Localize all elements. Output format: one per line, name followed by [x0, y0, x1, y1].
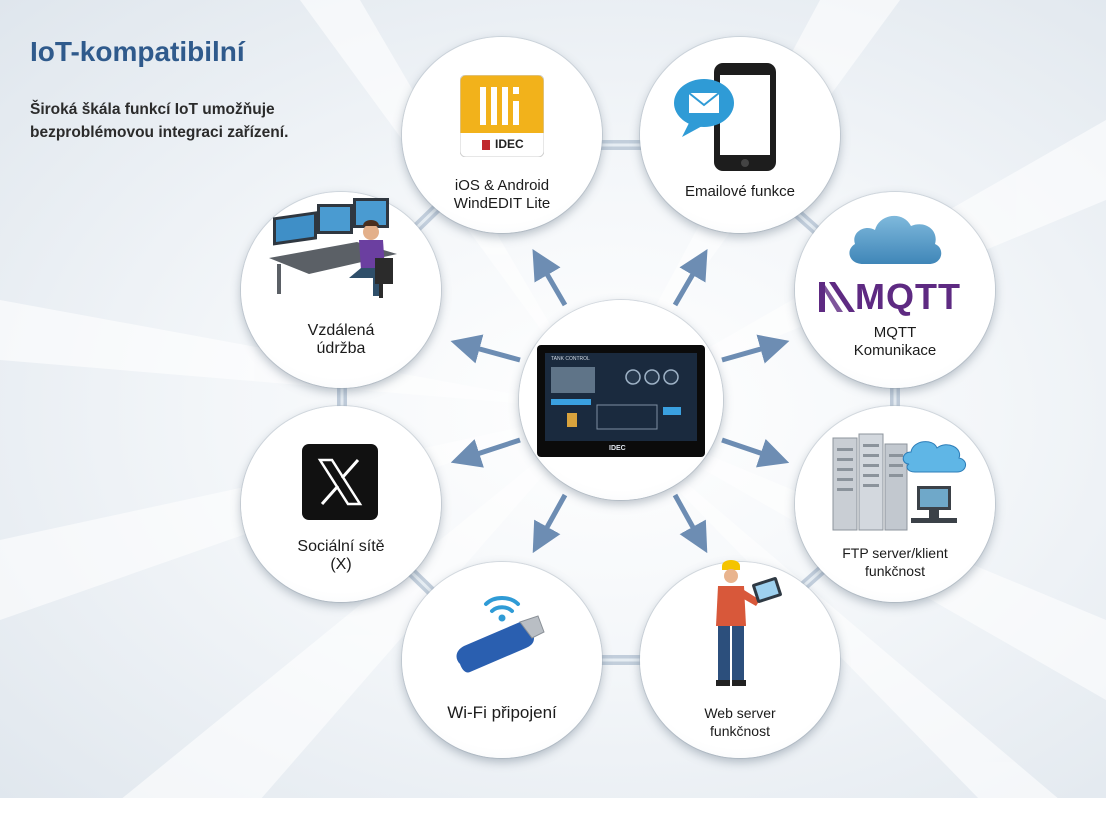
hmi-screen-title: TANK CONTROL — [551, 356, 590, 362]
ftp-label: FTP server/klient funkčnost — [842, 545, 948, 579]
wifi-usb-icon — [456, 596, 545, 673]
mqtt-label: MQTT Komunikace — [853, 324, 937, 359]
wifi-label: Wi-Fi připojení — [447, 703, 557, 722]
hmi-logo: IDEC — [609, 445, 626, 452]
node-ftp[interactable]: FTP server/klient funkčnost — [795, 406, 995, 602]
node-wifi[interactable]: Wi-Fi připojení — [402, 562, 602, 758]
mqtt-logo-text: MQTT — [855, 276, 961, 317]
mqtt-logo-icon — [819, 282, 855, 312]
center-hmi-node: TANK CONTROL IDEC — [519, 300, 723, 500]
windedit-label: iOS & Android WindEDIT Lite — [453, 177, 551, 212]
remote-workstation-icon — [269, 198, 397, 298]
x-logo-icon — [302, 444, 378, 520]
social-label: Sociální sítě (X) — [297, 538, 385, 573]
bottom-band — [0, 798, 1106, 825]
node-remote-maintenance[interactable]: Vzdálená údržba — [241, 192, 441, 388]
email-label: Emailové funkce — [684, 183, 796, 200]
node-email[interactable]: Emailové funkce — [640, 37, 840, 233]
node-windedit-lite[interactable]: IDEC iOS & Android WindEDIT Lite — [402, 37, 602, 233]
node-social-x[interactable]: Sociální sítě (X) — [241, 406, 441, 602]
windedit-logo-text: IDEC — [495, 137, 524, 151]
page-title: IoT-kompatibilní — [30, 36, 245, 67]
remote-label: Vzdálená údržba — [307, 322, 375, 357]
node-web-server[interactable]: Web server funkčnost — [640, 560, 840, 758]
arrows — [450, 249, 790, 554]
smartphone-email-icon — [674, 63, 776, 171]
server-rack-icon — [832, 433, 966, 531]
web-label: Web server funkčnost — [704, 705, 776, 739]
node-mqtt[interactable]: MQTT MQTT Komunikace — [795, 192, 995, 388]
windedit-app-icon — [460, 75, 544, 157]
hmi-panel-icon — [537, 345, 705, 457]
page-subtitle: Široká škála funkcí IoT umožňuje bezprob… — [30, 101, 289, 141]
cloud-icon — [849, 215, 942, 264]
engineer-tablet-icon — [716, 560, 782, 686]
